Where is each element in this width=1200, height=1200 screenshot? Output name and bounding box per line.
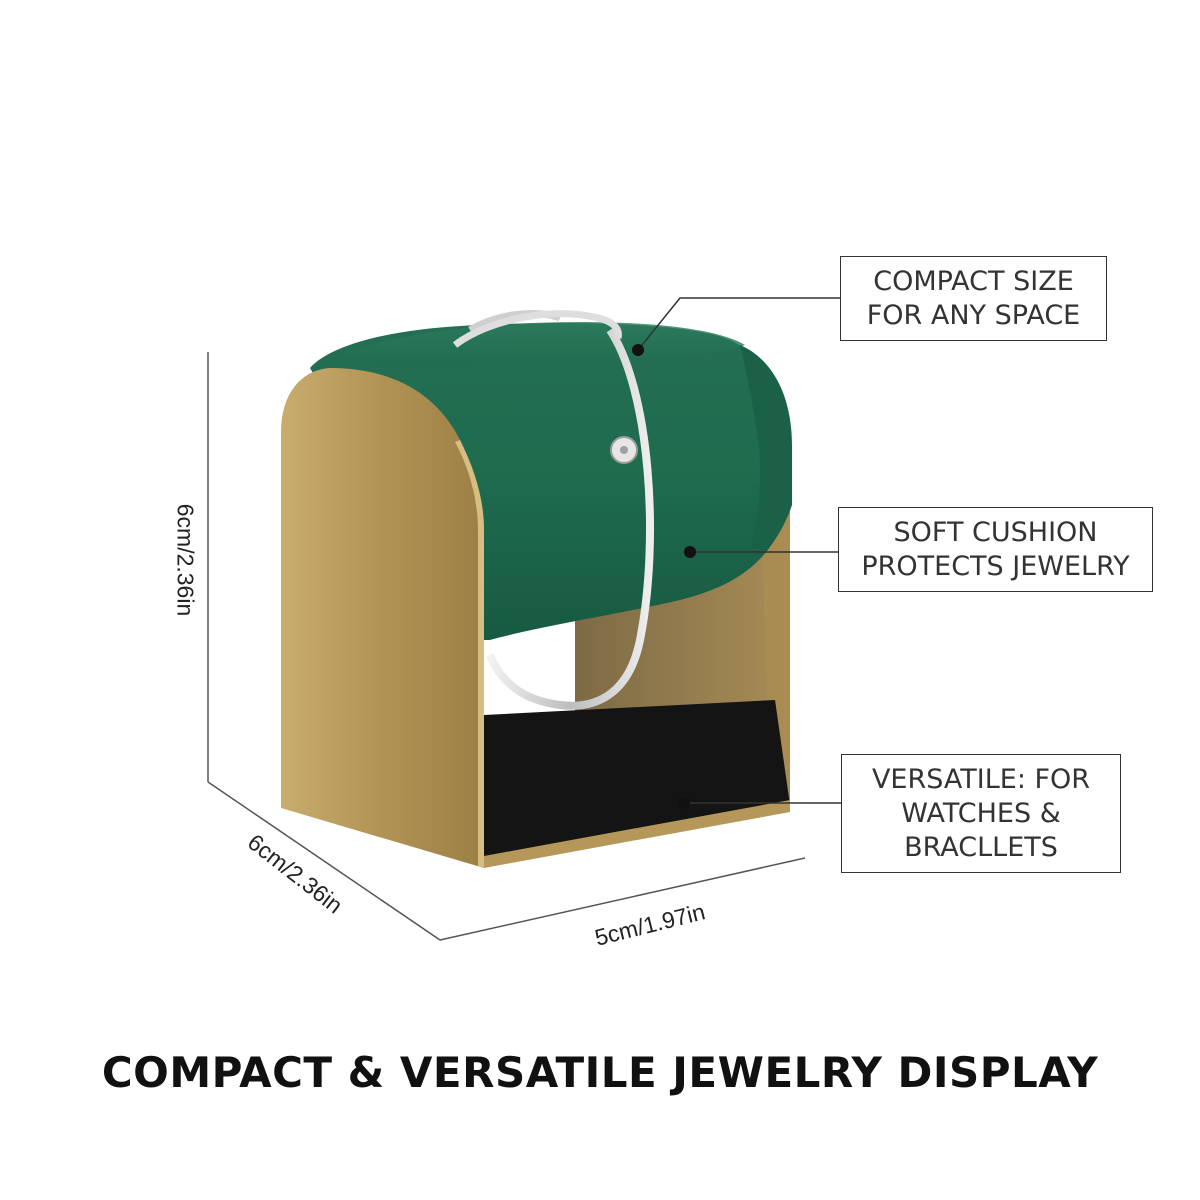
callout-soft-cushion: SOFT CUSHION PROTECTS JEWELRY <box>838 507 1153 592</box>
black-base <box>484 700 790 862</box>
jewelry-display-stand <box>281 310 792 868</box>
velvet-cushion-top <box>330 322 745 367</box>
height-dimension-label: 6cm/2.36in <box>172 503 199 617</box>
callout-line: PROTECTS JEWELRY <box>861 550 1130 582</box>
depth-line <box>207 781 441 941</box>
cushion-end-cap <box>740 345 792 570</box>
bangle-charm-center <box>620 446 628 454</box>
dimension-lines <box>207 352 806 941</box>
bangle-top-arc <box>452 310 622 348</box>
callout-line: WATCHES & <box>901 797 1061 829</box>
width-line <box>439 857 806 941</box>
callout-line: VERSATILE: FOR <box>871 763 1091 795</box>
callout-line: BRACLLETS <box>904 831 1058 863</box>
callout-line: SOFT CUSHION <box>893 516 1098 548</box>
bangle-bracelet <box>452 310 654 710</box>
leader-dot-2 <box>684 546 696 558</box>
base-front-edge <box>484 800 790 868</box>
leader-dot-3 <box>678 797 690 809</box>
front-gold-panel <box>281 368 484 868</box>
leader-dot-1 <box>632 344 644 356</box>
callout-line: COMPACT SIZE <box>873 265 1074 297</box>
callout-compact-size: COMPACT SIZE FOR ANY SPACE <box>840 256 1107 341</box>
callout-versatile: VERSATILE: FOR WATCHES & BRACLLETS <box>841 754 1121 873</box>
bangle-front-arc <box>486 327 654 710</box>
front-panel-edge <box>455 440 484 868</box>
headline: COMPACT & VERSATILE JEWELRY DISPLAY <box>101 1048 1099 1097</box>
callout-line: FOR ANY SPACE <box>866 299 1081 331</box>
callout-leaders <box>637 297 841 804</box>
leader-1 <box>637 297 840 351</box>
callout-dots <box>632 344 696 809</box>
